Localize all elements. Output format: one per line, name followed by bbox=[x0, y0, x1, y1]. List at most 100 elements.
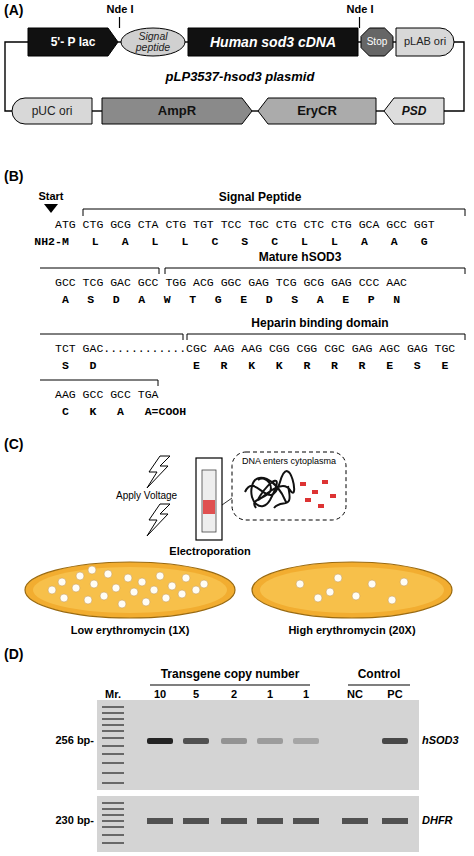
lane-label: 1 bbox=[267, 688, 273, 701]
node-text: pLAB ori bbox=[404, 36, 446, 48]
step-label: DNA enters cytoplasma bbox=[242, 456, 336, 466]
agar-plate bbox=[252, 562, 452, 618]
gel-band bbox=[147, 738, 173, 744]
gene-box: Human sod3 cDNA bbox=[188, 28, 358, 56]
node-shape bbox=[121, 28, 185, 56]
node-text: Signal peptide bbox=[121, 31, 185, 53]
node-text: PSD bbox=[402, 105, 427, 118]
amino-acid-sequence: NH2-M L A L L C S C L L A A G bbox=[34, 235, 427, 248]
node-text: AmpR bbox=[158, 104, 196, 118]
agar-surface bbox=[33, 567, 227, 613]
node-text: 5'- P lac bbox=[51, 36, 96, 49]
agar-surface bbox=[260, 567, 444, 613]
lane-label: NC bbox=[347, 688, 363, 701]
gene-label: DHFR bbox=[422, 814, 453, 827]
resistance-gene-arrow: EryCR bbox=[258, 98, 376, 124]
restriction-site-tick bbox=[120, 17, 360, 28]
panel-label: (A) bbox=[4, 2, 23, 18]
lightning-bolt bbox=[147, 456, 170, 488]
cell-outline bbox=[232, 452, 346, 520]
group-underline bbox=[150, 684, 410, 685]
size-marker: 256 bp- bbox=[55, 734, 94, 747]
lightning-bolt bbox=[147, 504, 170, 536]
region-label: Heparin binding domain bbox=[251, 317, 388, 331]
bacterial-colony bbox=[296, 574, 408, 604]
codon-sequence: ATG CTG GCG CTA CTG TGT TCC TGC CTG CTC … bbox=[55, 218, 435, 231]
codon-sequence: TCT GAC............CGC AAG AAG CGG CGG C… bbox=[55, 342, 455, 355]
origin-box: pLAB ori bbox=[396, 28, 454, 56]
node-text: Stop bbox=[367, 37, 388, 48]
gel-band bbox=[382, 738, 408, 744]
amino-acid-sequence: A S D A W T G E D S A E P N bbox=[62, 293, 400, 306]
backbone-line bbox=[252, 110, 258, 111]
node-shape bbox=[12, 98, 92, 124]
stop-octagon: Stop bbox=[361, 28, 393, 56]
lane-label: 2 bbox=[231, 688, 237, 701]
node-shape bbox=[384, 98, 444, 124]
region-label: Signal Peptide bbox=[219, 191, 302, 205]
panel-label: (B) bbox=[4, 168, 23, 184]
start-label: Start bbox=[38, 190, 63, 203]
group-label: Transgene copy number bbox=[161, 668, 300, 682]
gel-band bbox=[221, 738, 247, 744]
plate-label: Low erythromycin (1X) bbox=[71, 624, 190, 637]
gel-band bbox=[257, 738, 283, 744]
node-shape bbox=[28, 28, 118, 56]
signal-peptide-ellipse: Signal peptide bbox=[121, 28, 185, 56]
restriction-site: Nde I bbox=[107, 3, 134, 16]
panel-label: (C) bbox=[4, 436, 23, 452]
amino-acid-sequence: C K A A=COOH bbox=[62, 405, 186, 418]
codon-sequence: AAG GCC GCC TGA bbox=[55, 388, 159, 401]
lane-label: 5 bbox=[193, 688, 199, 701]
gel-band bbox=[147, 818, 408, 824]
plasmid-name: pLP3537-hsod3 plasmid bbox=[166, 70, 315, 85]
amino-acid-sequence: E R K K R R R E S E bbox=[193, 359, 448, 372]
codon-sequence: GCC TCG GAC GCC TGG ACG GGC GAG TCG GCG … bbox=[55, 276, 407, 289]
plate-label: High erythromycin (20X) bbox=[288, 624, 415, 637]
plasmid-dna bbox=[300, 480, 336, 508]
bacterial-colony bbox=[48, 566, 208, 608]
agar-plate bbox=[25, 562, 235, 618]
gel-band bbox=[293, 738, 319, 744]
ladder-band bbox=[102, 706, 124, 844]
lane-label: Mr. bbox=[105, 688, 121, 701]
node-shape bbox=[361, 28, 393, 56]
step-label: Apply Voltage bbox=[116, 490, 177, 502]
resistance-gene-arrow: AmpR bbox=[102, 98, 252, 124]
size-marker: 230 bp- bbox=[55, 814, 94, 827]
node-text: Human sod3 cDNA bbox=[210, 35, 336, 50]
cell-sample bbox=[203, 500, 215, 514]
panel-label: (D) bbox=[4, 646, 23, 662]
gel-band bbox=[183, 738, 209, 744]
node-shape bbox=[396, 28, 454, 56]
chromosomal-dna bbox=[245, 471, 294, 508]
node-shape bbox=[102, 98, 252, 124]
lane-label: 1 bbox=[303, 688, 309, 701]
cuvette-gap bbox=[202, 470, 216, 532]
origin-box: pUC ori bbox=[12, 98, 92, 124]
amino-acid-sequence: S D bbox=[62, 359, 97, 372]
backbone-line bbox=[376, 110, 384, 111]
backbone-line bbox=[92, 110, 102, 111]
cuvette bbox=[196, 458, 222, 540]
method-label: Electroporation bbox=[169, 545, 250, 558]
region-label: Mature hSOD3 bbox=[259, 251, 342, 265]
node-shape bbox=[188, 28, 358, 56]
lane-label: 10 bbox=[154, 688, 166, 701]
start-triangle bbox=[44, 204, 58, 213]
node-text: EryCR bbox=[297, 104, 337, 118]
gene-label: hSOD3 bbox=[422, 734, 459, 747]
group-label: Control bbox=[358, 668, 401, 682]
zoom-leader bbox=[222, 498, 232, 505]
lane-label: PC bbox=[387, 688, 402, 701]
promoter-arrow: 5'- P lac bbox=[28, 28, 118, 56]
node-shape bbox=[258, 98, 376, 124]
gel-image bbox=[97, 700, 419, 790]
promoter-arrow: PSD bbox=[384, 98, 444, 124]
gel-image bbox=[97, 796, 419, 852]
